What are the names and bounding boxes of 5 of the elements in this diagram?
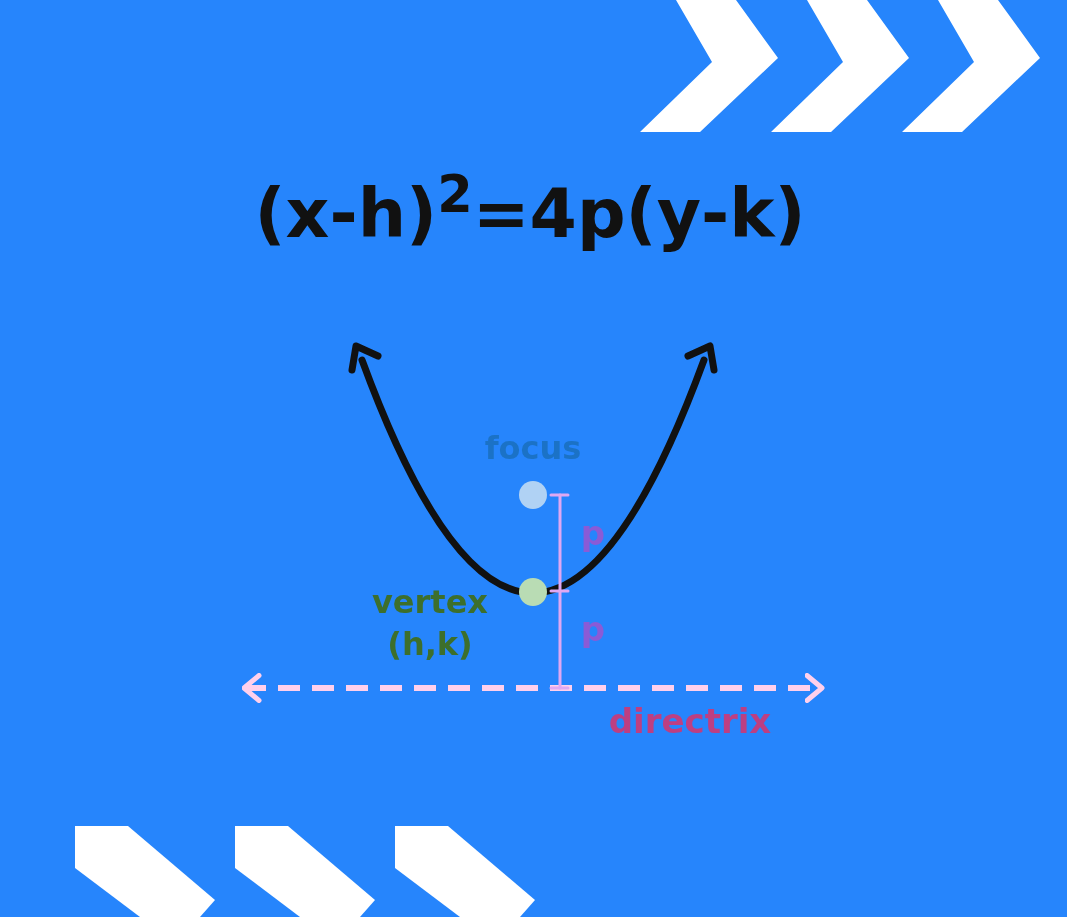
equation-title: (x-h)$^{2}$=4p(y-k) xyxy=(254,174,806,253)
point-label: vertex (h,k) xyxy=(371,582,489,665)
dimension-label: p xyxy=(579,512,607,555)
dimension-label: p xyxy=(579,608,607,651)
directrix-label: directrix xyxy=(607,700,773,743)
